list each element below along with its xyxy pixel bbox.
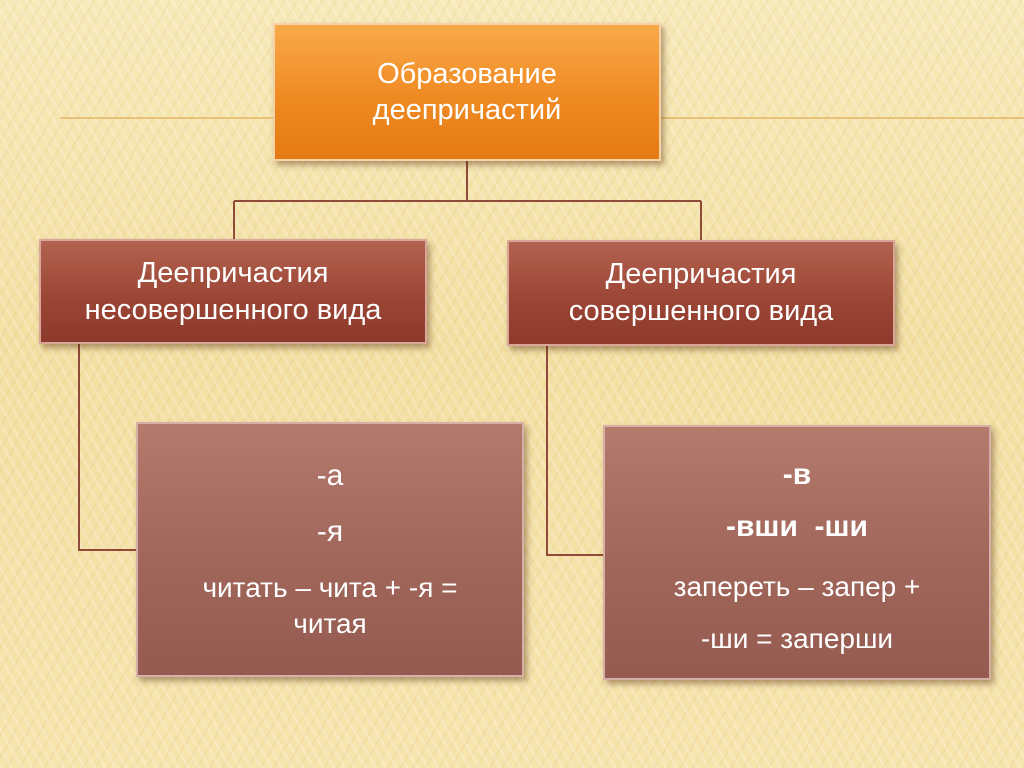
perfective-title-line1: Деепричастия xyxy=(605,258,797,290)
connector-perfective-to-leaf xyxy=(546,346,603,556)
suffix-a: -а xyxy=(316,459,344,492)
root-title-line1: Образование xyxy=(377,58,557,90)
root-node-formation-of-gerunds: Образование деепричастий xyxy=(273,23,661,161)
example-perfective-line1: запереть – запер + xyxy=(673,571,921,602)
suffix-ya: -я xyxy=(316,515,344,548)
suffix-vshi-shi: -вши -ши xyxy=(726,510,868,543)
imperfective-title-line1: Деепричастия xyxy=(137,256,329,289)
example-perfective-line2: -ши = заперши xyxy=(700,623,894,654)
imperfective-title-line2: несовершенного вида xyxy=(84,293,382,326)
perfective-title-line2: совершенного вида xyxy=(568,295,834,327)
connector-imperfective-to-leaf xyxy=(78,344,136,551)
example-imperfective-line2: читая xyxy=(293,608,367,639)
node-imperfective-gerunds: Деепричастия несовершенного вида xyxy=(39,239,427,344)
suffix-v: -в xyxy=(782,458,812,491)
node-perfective-gerunds: Деепричастия совершенного вида xyxy=(507,240,895,346)
node-perfective-suffixes: -в -вши -ши запереть – запер + -ши = зап… xyxy=(603,425,991,680)
example-imperfective-line1: читать – чита + -я = xyxy=(202,572,458,603)
root-title-line2: деепричастий xyxy=(372,94,562,126)
node-imperfective-suffixes: -а -я читать – чита + -я = читая xyxy=(136,422,524,677)
